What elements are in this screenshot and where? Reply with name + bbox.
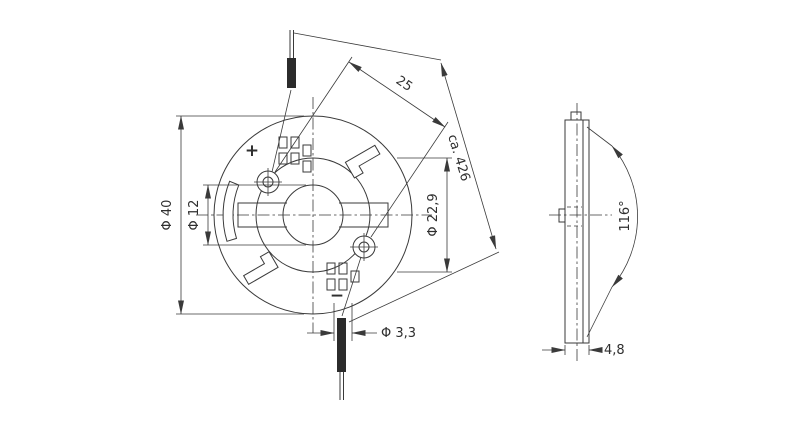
dim-thickness-label: 4,8 <box>604 343 625 358</box>
side-top-tab <box>570 111 582 121</box>
bottom-pad-cluster <box>326 262 360 291</box>
dim-hole-spacing-label: 25 <box>393 73 415 95</box>
dim-wire-hole: Φ 3,3 <box>307 303 416 341</box>
minus-terminal-hole <box>350 233 378 261</box>
right-channel <box>339 202 389 228</box>
left-arc-slot <box>222 180 240 242</box>
bottom-wire-leader <box>341 256 362 317</box>
dim-wire-length: ca. 426 <box>293 32 500 323</box>
left-channel <box>237 202 287 228</box>
center-hole <box>282 184 344 246</box>
pitch-circle <box>255 157 371 273</box>
dim-dome-angle: 116° <box>586 126 638 338</box>
top-wire <box>271 30 296 173</box>
plus-polarity-mark: + <box>245 141 259 161</box>
outer-body-circle <box>213 115 413 315</box>
dim-outer-diameter: Φ 40 <box>160 115 304 315</box>
dim-pitch-circle-label: Φ 22,9 <box>426 193 441 236</box>
top-wire-leader <box>271 89 292 173</box>
dim-wire-hole-label: Φ 3,3 <box>381 326 416 341</box>
dim-center-hole: Φ 12 <box>187 184 306 246</box>
bottom-left-l-slot <box>242 251 279 286</box>
dim-thickness: 4,8 <box>542 343 625 358</box>
side-left-tab <box>558 208 566 223</box>
plus-terminal-hole <box>254 168 282 196</box>
bottom-wire <box>337 256 362 400</box>
dimensions-front: Φ 40 Φ 12 Φ 22,9 Φ 3,3 25 <box>160 32 500 341</box>
dim-center-hole-label: Φ 12 <box>187 200 202 231</box>
dim-hole-spacing: 25 <box>274 56 449 238</box>
top-pad-cluster <box>278 136 312 173</box>
dim-dome-angle-label: 116° <box>618 200 633 231</box>
top-right-l-slot <box>344 144 381 179</box>
side-view: 116° 4,8 <box>542 103 638 362</box>
front-view: + − <box>196 30 432 400</box>
dim-outer-diameter-label: Φ 40 <box>160 200 175 231</box>
minus-polarity-mark: − <box>330 286 344 306</box>
